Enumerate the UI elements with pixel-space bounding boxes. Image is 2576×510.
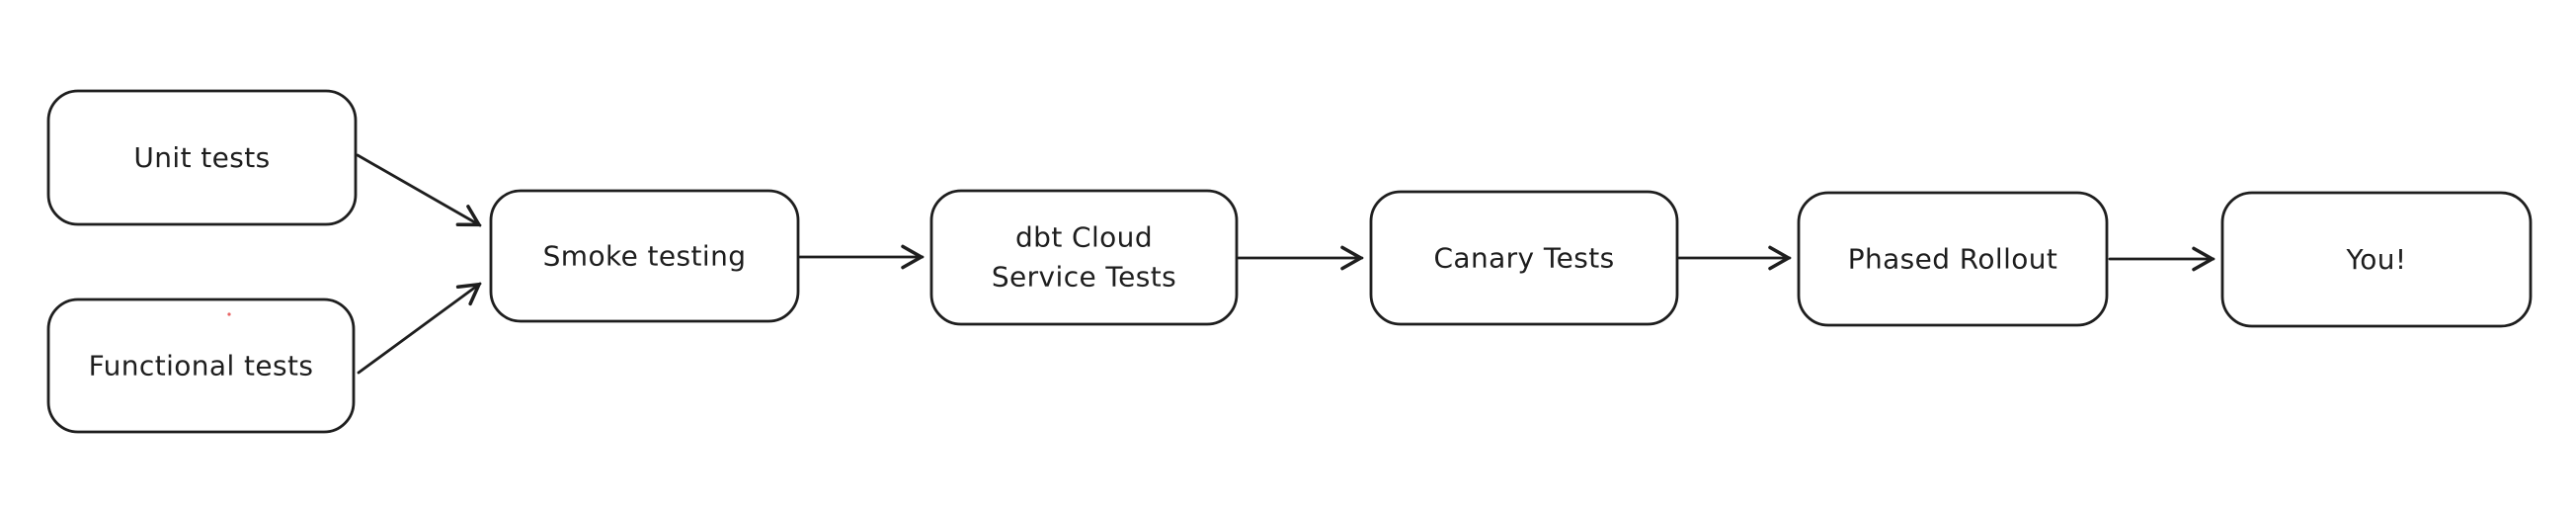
node-functional-tests[interactable]: Functional tests: [46, 298, 356, 434]
node-dbt-cloud-service-tests[interactable]: dbt Cloud Service Tests: [929, 189, 1239, 326]
red-dot-artifact: [227, 312, 231, 316]
node-you[interactable]: You!: [2220, 191, 2533, 328]
node-label: Functional tests: [89, 350, 314, 382]
node-label: Phased Rollout: [1848, 243, 2058, 276]
node-unit-tests[interactable]: Unit tests: [46, 89, 358, 226]
node-box: [1369, 190, 1679, 326]
node-box: [489, 189, 800, 323]
node-box: [929, 189, 1239, 326]
node-label-line2: Service Tests: [992, 261, 1176, 294]
node-phased-rollout[interactable]: Phased Rollout: [1797, 191, 2109, 327]
node-box: [46, 89, 358, 226]
node-box: [46, 298, 356, 434]
node-canary-tests[interactable]: Canary Tests: [1369, 190, 1679, 326]
edges-layer: [356, 153, 2215, 375]
node-box: [2220, 191, 2533, 328]
node-box: [1797, 191, 2109, 327]
node-label: Unit tests: [133, 141, 270, 174]
node-label: Smoke testing: [543, 240, 747, 273]
node-label: You!: [2345, 243, 2406, 276]
node-label: Canary Tests: [1433, 242, 1614, 275]
node-label-line1: dbt Cloud: [1015, 221, 1153, 254]
edge-unit-tests-to-smoke-testing: [356, 153, 482, 227]
node-smoke-testing[interactable]: Smoke testing: [489, 189, 800, 323]
edge-functional-tests-to-smoke-testing: [357, 282, 482, 375]
